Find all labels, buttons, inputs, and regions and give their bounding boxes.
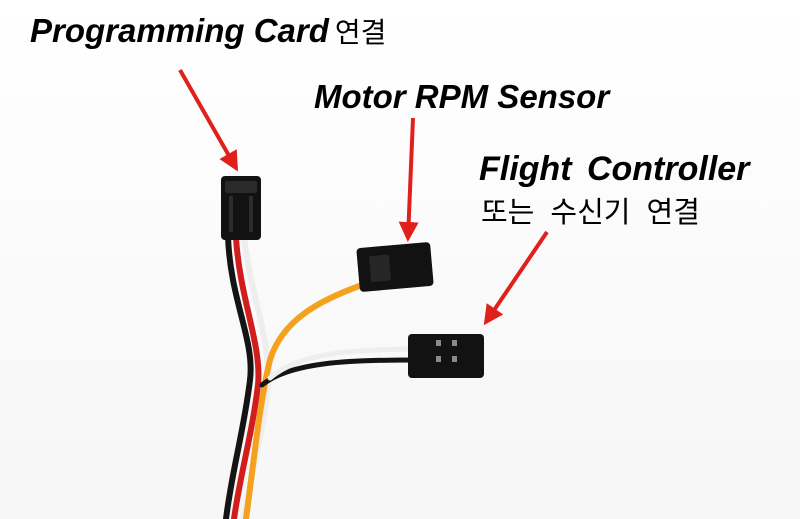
rpm-sensor-arrow: [398, 117, 419, 242]
fc-white-wire: [267, 346, 415, 381]
programming-card-arrow: [178, 69, 238, 172]
motor-rpm-sensor-label: Motor RPM Sensor: [314, 78, 610, 115]
programming-card-label-en: Programming Card: [30, 12, 329, 49]
flight-controller-arrow: [483, 230, 549, 326]
flight-controller-label: Flight Controller: [479, 150, 750, 188]
red-wire-main: [231, 235, 262, 519]
black-wire-main: [223, 233, 254, 519]
orange-wire: [243, 282, 365, 519]
programming-card-label-ko: 연결: [334, 17, 387, 48]
fc-connector: [408, 334, 484, 378]
rpm-sensor-connector: [356, 242, 434, 292]
flight-controller-sublabel: 또는 수신기 연결: [481, 197, 700, 229]
programming-card-connector: [221, 176, 261, 240]
